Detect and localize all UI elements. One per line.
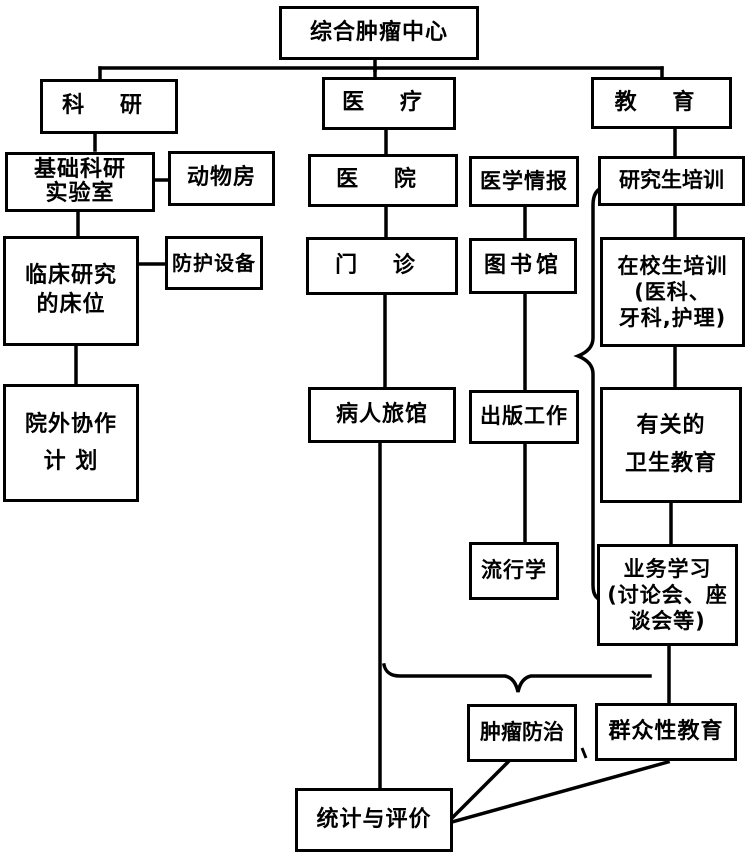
node-epidemiology: 流行学 <box>469 542 559 600</box>
node-cancer-prevention: 肿瘤防治 <box>467 704 577 762</box>
node-health-education: 有关的 卫生教育 <box>600 387 742 503</box>
node-clinical-beds: 临床研究 的床位 <box>3 236 139 346</box>
node-education: 教 育 <box>591 77 732 129</box>
node-public-education: 群众性教育 <box>595 703 737 761</box>
stray-mark <box>580 747 588 759</box>
node-patient-hostel: 病人旅馆 <box>308 387 456 443</box>
node-research: 科 研 <box>40 79 178 134</box>
node-graduate-training: 研究生培训 <box>598 156 745 206</box>
node-student-training: 在校生培训 (医科、 牙科,护理) <box>600 237 745 347</box>
node-external-cooperation: 院外协作 计 划 <box>3 384 139 502</box>
bottom-brace <box>381 662 652 693</box>
node-professional-study: 业务学习 (讨论会、座 谈会等) <box>597 544 738 646</box>
node-root: 综合肿瘤中心 <box>279 6 479 60</box>
edge-prevention-stats <box>449 757 513 821</box>
node-medical: 医 疗 <box>322 77 456 130</box>
node-publishing: 出版工作 <box>469 390 579 444</box>
node-basic-lab: 基础科研 实验室 <box>5 152 155 212</box>
node-medical-info: 医学情报 <box>469 156 579 207</box>
node-hospital: 医 院 <box>308 154 458 207</box>
node-outpatient: 门 诊 <box>306 237 458 295</box>
edge-public-stats <box>449 759 671 825</box>
education-brace <box>573 184 607 602</box>
node-library: 图书馆 <box>469 238 577 294</box>
node-animal-house: 动物房 <box>168 151 275 206</box>
node-statistics-evaluation: 统计与评价 <box>295 788 453 852</box>
node-protective-equipment: 防护设备 <box>165 236 263 290</box>
